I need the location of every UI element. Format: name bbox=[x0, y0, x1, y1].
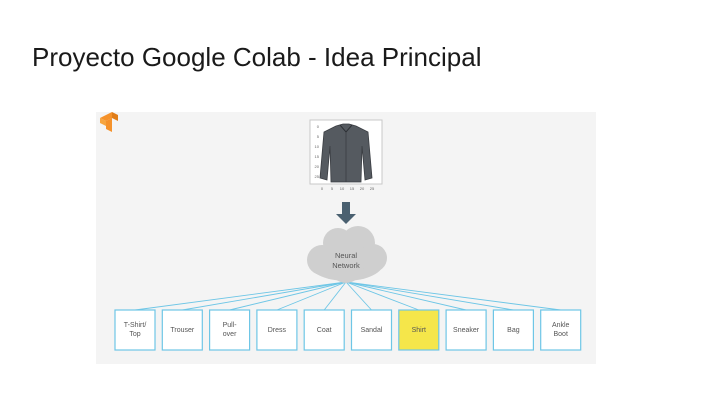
connector-line bbox=[229, 281, 347, 311]
connector-lines bbox=[134, 281, 561, 311]
x-tick-label: 0 bbox=[321, 186, 324, 191]
class-label: Ankle bbox=[552, 322, 570, 329]
down-arrow-icon bbox=[336, 202, 356, 224]
class-box: Trouser bbox=[161, 309, 203, 351]
class-label-line2: over bbox=[223, 331, 237, 338]
class-box: Pull-over bbox=[208, 309, 251, 351]
x-tick-label: 5 bbox=[331, 186, 334, 191]
connector-line bbox=[345, 281, 372, 311]
class-box: Coat bbox=[303, 309, 345, 351]
class-label: Trouser bbox=[170, 327, 195, 334]
class-box: Dress bbox=[256, 309, 298, 351]
y-tick-label: 20 bbox=[315, 164, 320, 169]
connector-line bbox=[276, 281, 347, 311]
class-box-rect bbox=[445, 309, 487, 351]
class-box-rect bbox=[256, 309, 298, 351]
class-label: Bag bbox=[507, 327, 520, 334]
class-label: Shirt bbox=[412, 327, 426, 334]
class-box-rect bbox=[350, 309, 393, 351]
class-box-rect bbox=[303, 309, 345, 351]
class-label: Dress bbox=[268, 327, 287, 334]
network-label-line1: Neural bbox=[335, 251, 357, 260]
class-label: Sneaker bbox=[453, 327, 480, 334]
class-box-rect bbox=[492, 309, 534, 351]
y-tick-label: 10 bbox=[315, 144, 320, 149]
diagram-figure: 0 5 10 15 20 25 0 5 10 15 20 25 Neural Network T-S… bbox=[96, 112, 596, 364]
connector-line bbox=[345, 281, 514, 311]
connector-line bbox=[182, 281, 347, 311]
connector-line bbox=[345, 281, 561, 311]
class-label: Coat bbox=[317, 327, 332, 334]
connector-line bbox=[323, 281, 347, 311]
cloud-icon bbox=[307, 226, 387, 283]
class-box: Bag bbox=[492, 309, 534, 351]
diagram-canvas: 0 5 10 15 20 25 0 5 10 15 20 25 Neural Network T-S… bbox=[100, 112, 582, 351]
class-box: Sneaker bbox=[445, 309, 487, 351]
class-box-rect bbox=[208, 309, 251, 351]
class-box: Shirt bbox=[398, 309, 440, 351]
y-tick-label: 25 bbox=[315, 174, 320, 179]
x-tick-label: 15 bbox=[350, 186, 355, 191]
y-tick-label: 5 bbox=[317, 134, 320, 139]
class-label-line2: Top bbox=[129, 331, 140, 338]
class-box: T-Shirt/Top bbox=[114, 309, 156, 351]
shirt-image bbox=[319, 123, 373, 183]
x-tick-label: 10 bbox=[340, 186, 345, 191]
network-label-line2: Network bbox=[332, 261, 360, 270]
page-title: Proyecto Google Colab - Idea Principal bbox=[32, 42, 482, 72]
class-label-line2: Boot bbox=[553, 331, 567, 338]
class-boxes: T-Shirt/Top Trouser Pull-over Dress Coat Sand… bbox=[114, 309, 582, 351]
class-label: Sandal bbox=[361, 327, 383, 334]
y-tick-label: 0 bbox=[317, 124, 320, 129]
class-box-rect bbox=[114, 309, 156, 351]
class-box-rect bbox=[161, 309, 203, 351]
tensorflow-logo-icon bbox=[100, 112, 118, 132]
connector-line bbox=[134, 281, 347, 311]
class-label: Pull- bbox=[223, 322, 238, 329]
connector-line bbox=[345, 281, 419, 311]
class-box: Sandal bbox=[350, 309, 393, 351]
x-tick-label: 25 bbox=[370, 186, 375, 191]
connector-line bbox=[345, 281, 467, 311]
class-box-highlighted bbox=[398, 309, 440, 351]
class-box-rect bbox=[540, 309, 582, 351]
class-label: T-Shirt/ bbox=[124, 322, 147, 329]
input-image: 0 5 10 15 20 25 0 5 10 15 20 25 bbox=[309, 119, 383, 191]
y-tick-label: 15 bbox=[315, 154, 320, 159]
x-tick-label: 20 bbox=[360, 186, 365, 191]
